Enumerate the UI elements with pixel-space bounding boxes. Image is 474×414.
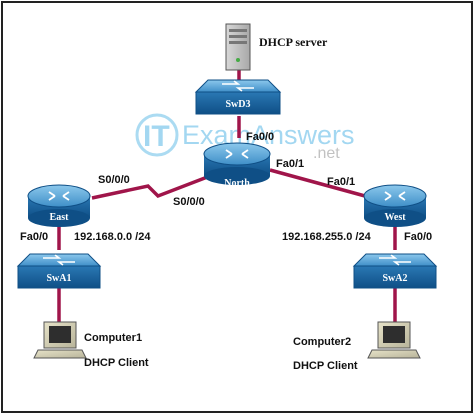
north-fa00-label: Fa0/0 xyxy=(246,131,274,143)
dhcp-server-icon xyxy=(225,23,251,71)
router-west-label: West xyxy=(384,212,406,223)
east-s000-label: S0/0/0 xyxy=(98,174,130,186)
switch-swd3-icon xyxy=(194,79,282,115)
router-west-icon xyxy=(363,184,427,227)
watermark-brand: ExamAnswers xyxy=(182,120,355,150)
computer1-role: DHCP Client xyxy=(84,357,149,369)
watermark-logo-ring xyxy=(135,113,179,157)
north-fa01-label: Fa0/1 xyxy=(276,158,304,170)
dhcp-server-label: DHCP server xyxy=(259,35,328,49)
switch-swa2-icon xyxy=(352,253,438,289)
east-lan-network-label: 192.168.0.0 /24 xyxy=(74,231,151,243)
computer2-icon xyxy=(367,321,421,359)
router-east-label: East xyxy=(50,212,70,223)
west-fa00-label: Fa0/0 xyxy=(404,231,432,243)
computer2-role: DHCP Client xyxy=(293,360,358,372)
computer2-label: Computer2 xyxy=(293,336,351,348)
computer1-icon xyxy=(33,321,87,359)
switch-swa1-icon xyxy=(16,253,102,289)
switch-swd3-label: SwD3 xyxy=(225,99,250,110)
router-east-icon xyxy=(27,184,91,227)
watermark-it: IT xyxy=(143,120,170,153)
computer1-label: Computer1 xyxy=(84,332,142,344)
router-north-icon xyxy=(203,142,271,185)
switch-swa1-label: SwA1 xyxy=(46,273,71,284)
switch-swa2-label: SwA2 xyxy=(382,273,407,284)
link-east-north-serial xyxy=(91,174,211,200)
router-north-label: North xyxy=(224,178,250,189)
watermark: IT ExamAnswers .net xyxy=(135,113,355,162)
watermark-tld: .net xyxy=(313,145,340,162)
west-fa01-label: Fa0/1 xyxy=(327,176,355,188)
link-north-west xyxy=(269,168,366,198)
west-lan-network-label: 192.168.255.0 /24 xyxy=(282,231,372,243)
east-fa00-label: Fa0/0 xyxy=(20,231,48,243)
north-s000-label: S0/0/0 xyxy=(173,196,205,208)
